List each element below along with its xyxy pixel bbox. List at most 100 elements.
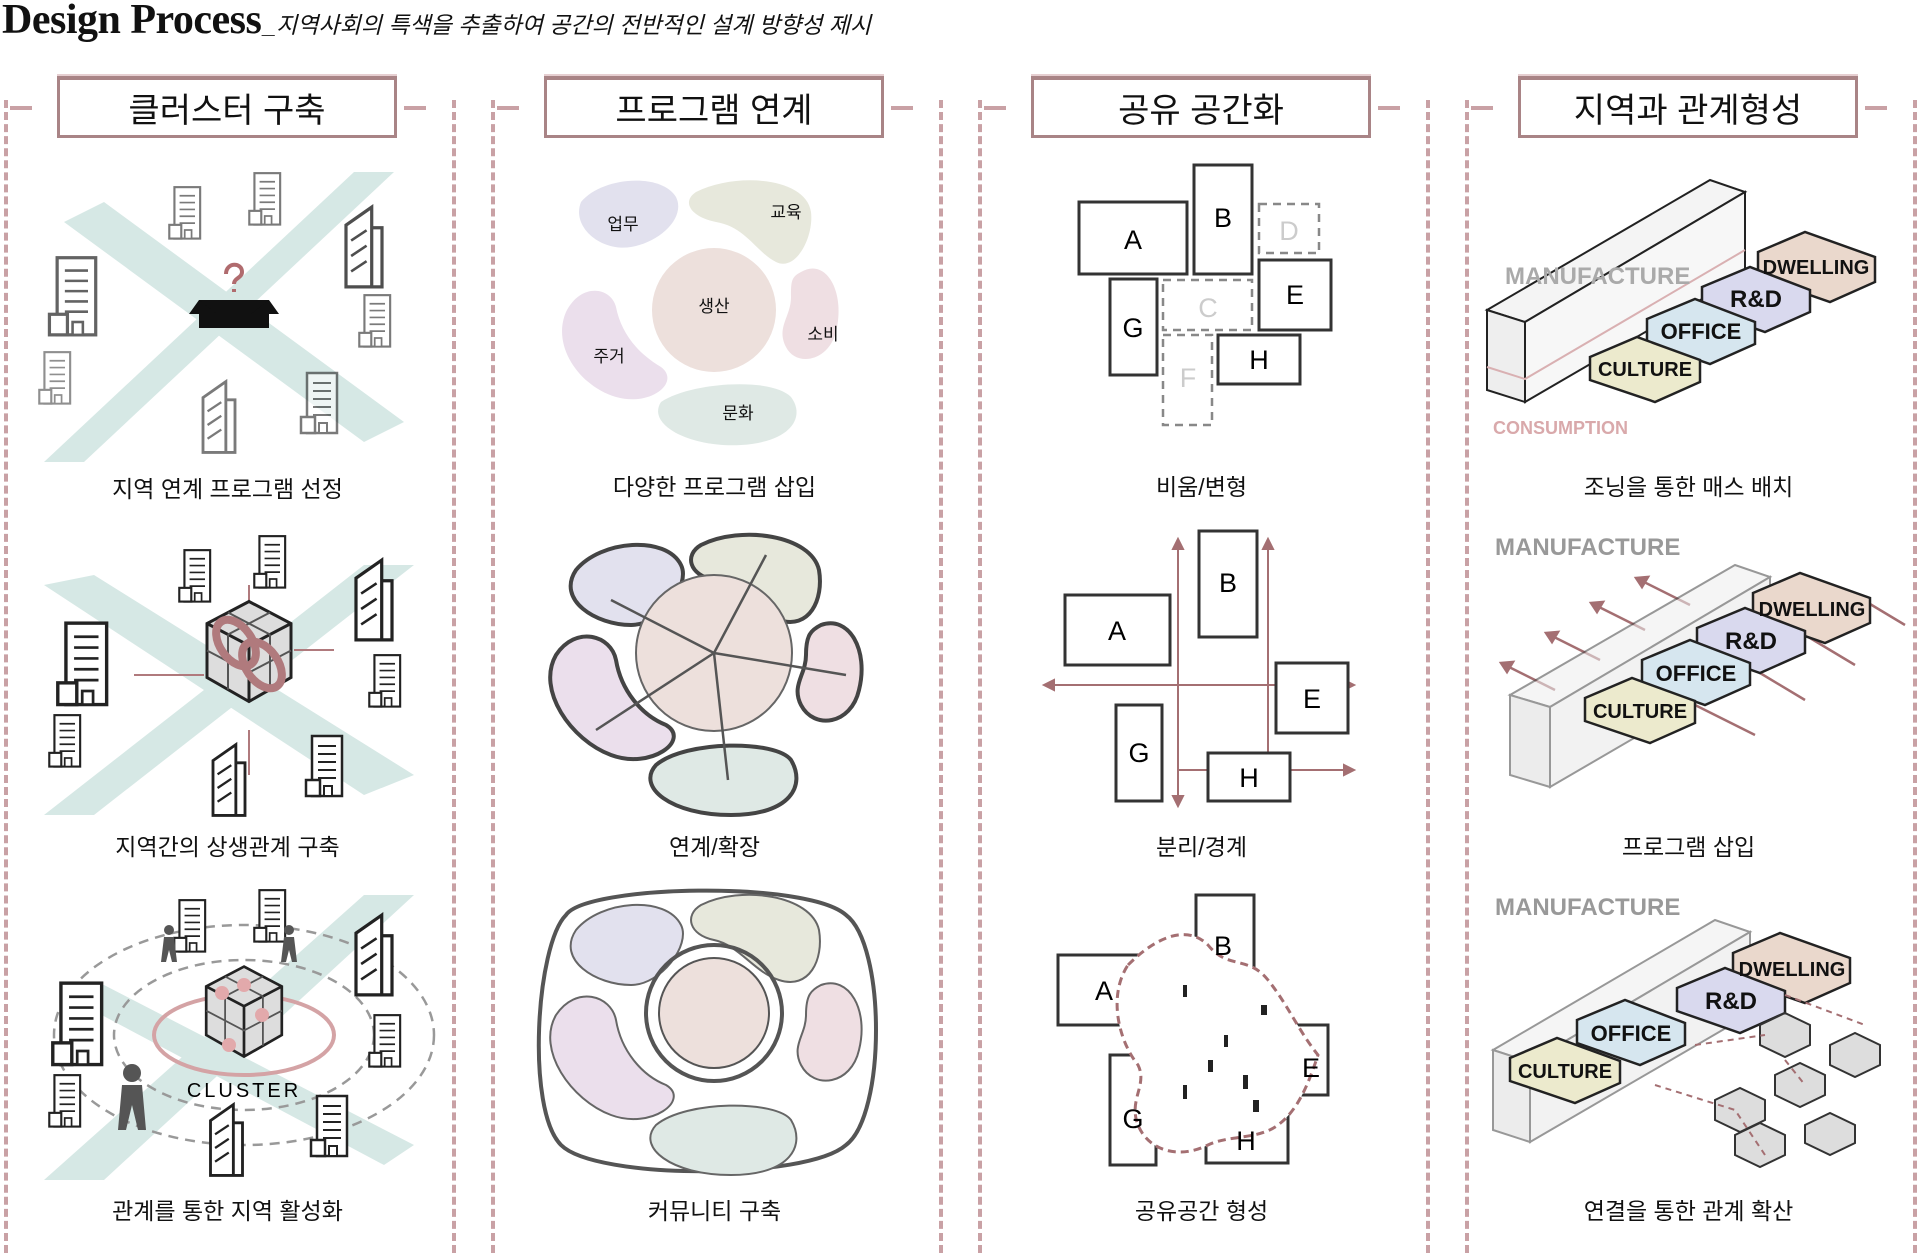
diagram-program-selection — [38, 171, 404, 462]
diagram-mutual-relation — [44, 534, 414, 817]
cluster-label: CLUSTER — [187, 1080, 301, 1102]
dashed-divider — [452, 100, 456, 1253]
caption: 분리/경계 — [1155, 834, 1248, 860]
dash-mark — [891, 106, 913, 110]
diagram-program-insert-mass: MANUFACTURE DWELLING R&D OFFICE CULTURE — [1495, 534, 1906, 789]
column-shared-space: 공유 공간화 A B C D E F G H 비움/변형 — [978, 76, 1430, 1253]
building-icon — [344, 205, 384, 289]
building-icon — [299, 371, 339, 435]
dash-mark — [404, 106, 426, 110]
building-icon — [358, 293, 392, 348]
dashed-divider — [491, 100, 495, 1253]
caption: 커뮤니티 구축 — [647, 1198, 782, 1224]
building-icon — [201, 380, 237, 454]
title-subtitle: _지역사회의 특색을 추출하여 공간의 전반적인 설계 방향성 제시 — [263, 12, 872, 38]
dashed-divider — [1426, 100, 1430, 1253]
block-label: A — [1124, 225, 1142, 255]
label-housing: 주거 — [593, 347, 624, 366]
column-regional-relation: 지역과 관계형성 MANUFACTURE CONSUMPTION DWELLIN… — [1465, 76, 1917, 1253]
column-header: 공유 공간화 — [1031, 76, 1371, 138]
building-icon — [309, 1094, 349, 1158]
caption: 관계를 통한 지역 활성화 — [112, 1198, 343, 1224]
caption: 연계/확장 — [668, 834, 761, 860]
block-label-office: OFFICE — [1661, 319, 1742, 344]
building-icon — [48, 1073, 82, 1128]
label-culture: 문화 — [722, 404, 754, 423]
diagram-void-transform: A B C D E F G H — [1077, 163, 1333, 427]
block-label-rnd: R&D — [1725, 628, 1777, 655]
dash-mark — [1471, 106, 1493, 110]
diagram-separate-boundary: A B E G H — [1041, 529, 1357, 809]
caption: 다양한 프로그램 삽입 — [612, 474, 817, 500]
building-icon — [211, 743, 247, 817]
building-icon — [248, 171, 282, 226]
building-icon — [173, 898, 207, 953]
dash-mark — [1865, 106, 1887, 110]
dashed-divider — [1913, 100, 1917, 1253]
block-label: D — [1279, 216, 1299, 246]
block-label: B — [1214, 931, 1232, 961]
diagram-cluster: CLUSTER — [44, 888, 436, 1180]
caption: 지역 연계 프로그램 선정 — [112, 476, 343, 502]
bar-label-manufacture: MANUFACTURE — [1495, 894, 1680, 921]
bar-label-manufacture: MANUFACTURE — [1505, 263, 1690, 290]
building-icon — [48, 713, 82, 768]
block-label-rnd: R&D — [1730, 286, 1782, 313]
column-header: 프로그램 연계 — [544, 76, 884, 138]
caption: 공유공간 형성 — [1134, 1198, 1269, 1224]
label-work: 업무 — [607, 215, 638, 234]
dashed-divider — [4, 100, 8, 1253]
small-mass-blocks — [1714, 1011, 1881, 1169]
block-label: A — [1108, 616, 1126, 646]
caption: 프로그램 삽입 — [1621, 834, 1756, 860]
dash-mark — [1378, 106, 1400, 110]
diagram-shared-space: A B E G H — [1056, 893, 1330, 1167]
caption: 연결을 통한 관계 확산 — [1583, 1198, 1794, 1224]
diagram-zoning: MANUFACTURE CONSUMPTION DWELLING R&D OFF… — [1484, 178, 1877, 438]
block-label-rnd: R&D — [1705, 988, 1757, 1015]
dashed-divider — [939, 100, 943, 1253]
building-icon — [38, 350, 72, 405]
building-icon — [55, 621, 109, 707]
building-icon — [208, 1102, 245, 1178]
building-icon — [253, 888, 287, 943]
block-label: E — [1302, 1053, 1320, 1083]
building-icon — [168, 185, 202, 240]
building-icon — [47, 255, 98, 337]
page-title: Design Process_지역사회의 특색을 추출하여 공간의 전반적인 설… — [2, 0, 871, 44]
open-box-icon — [189, 262, 279, 328]
shared-boundary — [1115, 933, 1320, 1154]
caption: 조닝을 통한 매스 배치 — [1583, 474, 1794, 500]
building-icon — [253, 534, 287, 589]
diagram-program-insert: 업무 교육 생산 소비 주거 문화 — [562, 180, 839, 446]
block-label: B — [1219, 568, 1237, 598]
block-label-culture: CULTURE — [1598, 359, 1692, 381]
bar-label-consumption: CONSUMPTION — [1493, 418, 1628, 438]
manufacture-bar — [1484, 178, 1748, 404]
column-header: 클러스터 구축 — [57, 76, 397, 138]
block-label-culture: CULTURE — [1518, 1061, 1612, 1083]
block-label-dwelling: DWELLING — [1763, 257, 1870, 279]
dashed-divider — [978, 100, 982, 1253]
building-icon — [178, 548, 212, 603]
diagram-community — [536, 888, 878, 1177]
column-header: 지역과 관계형성 — [1518, 76, 1858, 138]
people-icons — [118, 925, 297, 1130]
block-label-dwelling: DWELLING — [1739, 959, 1846, 981]
label-consumption: 소비 — [807, 325, 838, 344]
block-label-office: OFFICE — [1656, 661, 1737, 686]
label-production: 생산 — [698, 297, 730, 316]
caption: 비움/변형 — [1155, 474, 1248, 500]
block-label: H — [1249, 345, 1269, 375]
column-cluster: 클러스터 구축 지역 연계 프로그램 선정 지역간의 상생관계 구축 — [4, 76, 456, 1253]
block-label: H — [1239, 763, 1259, 793]
block-label: B — [1214, 203, 1232, 233]
block-label: G — [1122, 1104, 1143, 1134]
caption: 지역간의 상생관계 구축 — [115, 834, 340, 860]
label-education: 교육 — [770, 203, 801, 222]
building-icon — [304, 734, 344, 798]
column-program: 프로그램 연계 업무 교육 생산 소비 주거 문화 다양한 프로그램 삽입 연계… — [491, 76, 943, 1253]
block-label-dwelling: DWELLING — [1759, 599, 1866, 621]
block-label: E — [1303, 684, 1321, 714]
building-icon — [50, 981, 104, 1067]
